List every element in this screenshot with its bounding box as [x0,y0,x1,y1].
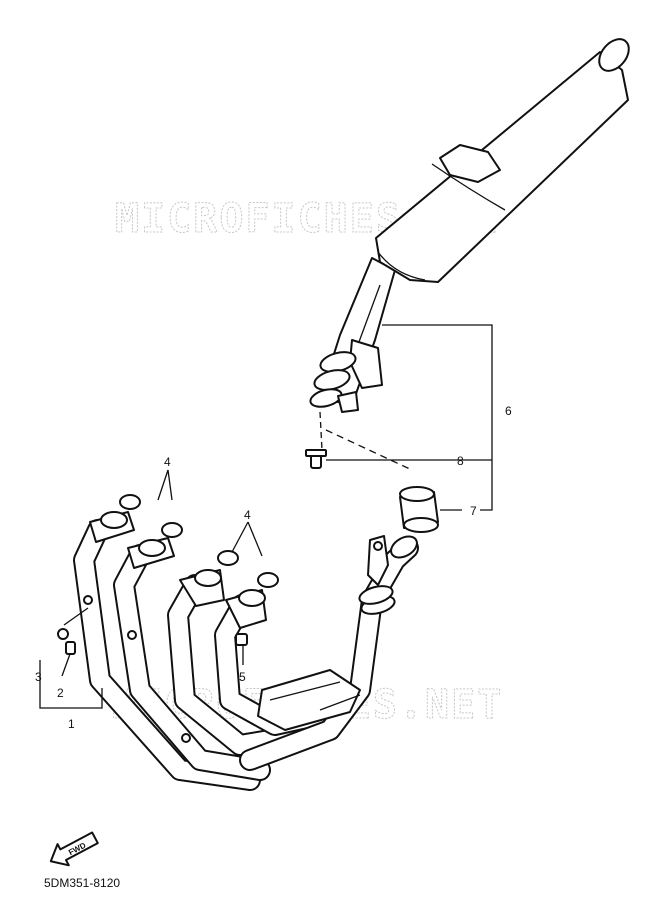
fwd-arrow-icon: FWD [49,831,99,867]
gaskets-part-4 [119,494,279,588]
diagram-code: 5DM351-8120 [44,876,121,890]
muffler-clamp [439,144,501,183]
callout-3: 3 [35,670,42,684]
callout-4-left: 4 [164,455,171,469]
muffler-body [375,51,629,283]
header-flanges [89,511,267,629]
callout-2: 2 [57,686,64,700]
bolt-part-2 [65,641,76,655]
muffler-inlet [309,388,343,408]
gasket-part-7 [399,486,439,533]
muffler-assembly [309,38,630,413]
callout-7: 7 [470,504,477,518]
callout-4-right: 4 [244,508,251,522]
callout-6: 6 [505,404,512,418]
bolt-part-8 [305,449,327,469]
muffler-tail-cap [598,38,630,72]
nut-part-5 [235,633,248,646]
callout-8: 8 [457,454,464,468]
collector-body [257,669,361,731]
exhaust-header-pipes [73,519,419,791]
callout-5: 5 [239,670,246,684]
washer-part-3 [57,628,69,640]
callout-1: 1 [68,717,75,731]
header-outlet [390,535,418,559]
